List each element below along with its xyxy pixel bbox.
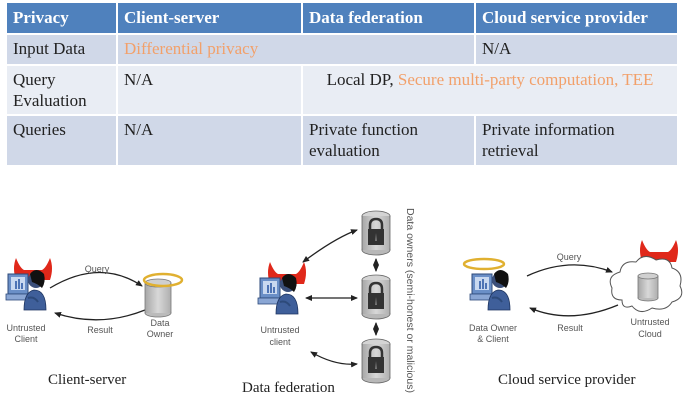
locked-database-icon: [360, 337, 392, 385]
query-label: Query: [557, 252, 582, 262]
client-label-2: client: [269, 337, 291, 347]
cell-cloud: Private information retrieval: [482, 120, 615, 160]
untrusted-client-icon: [5, 269, 47, 311]
query-arrow: [49, 271, 143, 289]
client-server-diagram: Untrusted Client Query Result Data Owner: [5, 258, 184, 344]
cell-cloud: N/A: [482, 39, 512, 58]
cloud-service-diagram: Data Owner & Client Query Result Untrust…: [462, 240, 683, 344]
cell-federation: Private function evaluation: [303, 116, 476, 165]
header-client-server: Client-server: [118, 3, 303, 33]
caption-data-federation: Data federation: [242, 380, 335, 396]
row-label: Queries: [7, 116, 118, 165]
result-label: Result: [87, 325, 113, 335]
cloud-label-1: Untrusted: [630, 317, 669, 327]
halo-icon: [142, 272, 184, 288]
cell-highlight: Secure multi-party computation, TEE: [397, 70, 654, 89]
header-cloud-service-provider: Cloud service provider: [482, 8, 648, 27]
table-row-query-evaluation: Query Evaluation N/A Local DP, Secure mu…: [7, 64, 677, 116]
data-owners-label: Data owners (semi-honest or malicious): [404, 208, 416, 393]
cell-client-server: N/A: [118, 116, 303, 165]
locked-database-icon: [360, 273, 392, 321]
cell-differential-privacy: Differential privacy: [118, 35, 476, 66]
caption-client-server: Client-server: [48, 372, 127, 388]
owner-label-2: Owner: [147, 329, 174, 339]
table-row-input-data: Input Data Differential privacy N/A: [7, 33, 677, 66]
client-label-1: Untrusted: [6, 323, 45, 333]
query-label: Query: [85, 264, 110, 274]
header-data-federation: Data federation: [303, 3, 476, 33]
table-header-row: Privacy Client-server Data federation Cl…: [7, 3, 677, 33]
result-label: Result: [557, 323, 583, 333]
owner-label-1: Data Owner: [469, 323, 517, 333]
owner-label-2: & Client: [477, 334, 509, 344]
locked-database-icon: [360, 209, 392, 257]
row-label: Input Data: [7, 35, 118, 66]
bidirectional-arrow: [310, 351, 358, 368]
data-owner-client-icon: [469, 269, 511, 311]
data-owner-database-icon: [144, 278, 172, 318]
cell-prefix: Local DP,: [326, 70, 398, 89]
result-arrow: [529, 304, 619, 317]
result-arrow: [54, 309, 146, 321]
header-privacy: Privacy: [7, 3, 118, 33]
data-federation-diagram: Untrusted client: [257, 209, 392, 385]
untrusted-client-icon: [257, 273, 299, 315]
row-label: Query Evaluation: [7, 66, 118, 116]
owner-label-1: Data: [150, 318, 169, 328]
halo-icon: [462, 257, 506, 271]
cell-federation-and-cloud: Local DP, Secure multi-party computation…: [303, 66, 677, 116]
client-label-2: Client: [14, 334, 38, 344]
cloud-database-icon: [637, 272, 659, 302]
bidirectional-arrow: [302, 229, 358, 263]
table-row-queries: Queries N/A Private function evaluation …: [7, 114, 677, 165]
cell-client-server: N/A: [118, 66, 303, 116]
caption-cloud-service-provider: Cloud service provider: [498, 372, 636, 388]
cloud-label-2: Cloud: [638, 329, 662, 339]
query-arrow: [526, 264, 613, 277]
client-label-1: Untrusted: [260, 325, 299, 335]
